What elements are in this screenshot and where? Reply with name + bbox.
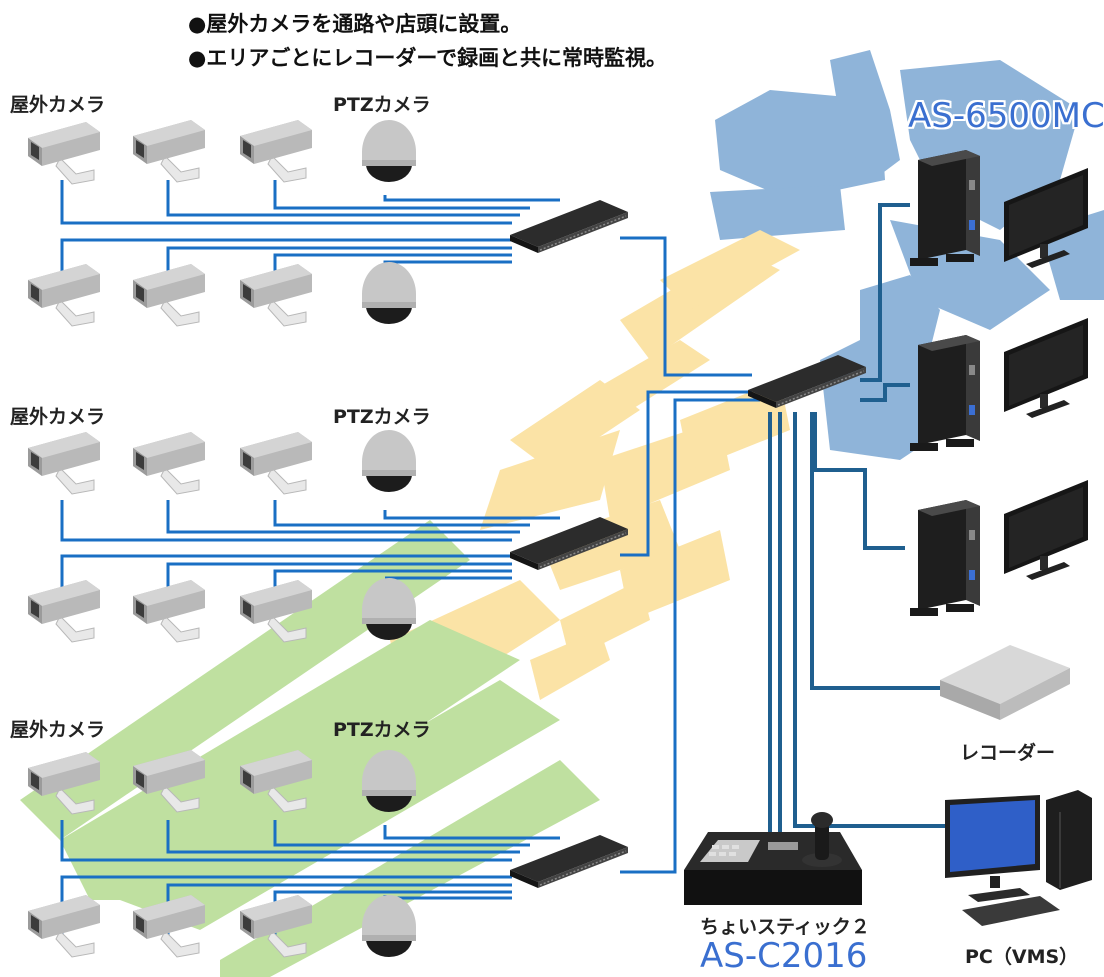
joystick-controller — [684, 812, 862, 905]
backbone-cables — [768, 203, 945, 835]
ptz-camera-label: PTZカメラ — [333, 406, 431, 428]
map-background — [20, 50, 1104, 977]
recorder — [940, 645, 1070, 720]
header-line-2: ●エリアごとにレコーダーで録画と共に常時監視。 — [188, 46, 668, 70]
outdoor-camera — [239, 119, 313, 183]
ptz-camera — [362, 262, 416, 324]
network-switch — [509, 834, 629, 889]
outdoor-camera — [27, 121, 101, 185]
outdoor-camera — [27, 894, 101, 958]
outdoor-camera — [239, 431, 313, 495]
vms-pc — [945, 790, 1092, 926]
ptz-camera-label: PTZカメラ — [333, 719, 431, 741]
ptz-camera-label: PTZカメラ — [333, 94, 431, 116]
ptz-camera — [362, 120, 416, 182]
ptz-camera — [362, 430, 416, 492]
monitor — [1004, 318, 1088, 418]
ptz-camera — [362, 895, 416, 957]
server-pc — [910, 500, 980, 616]
server-model-label: AS-6500MC — [908, 96, 1104, 136]
outdoor-camera — [27, 431, 101, 495]
network-cables — [60, 180, 760, 940]
outdoor-camera — [132, 263, 206, 327]
server-pc — [910, 335, 980, 451]
outdoor-camera — [27, 263, 101, 327]
outdoor-camera — [132, 119, 206, 183]
ptz-camera — [362, 750, 416, 812]
outdoor-camera-label: 屋外カメラ — [10, 406, 106, 428]
outdoor-camera-label: 屋外カメラ — [10, 94, 106, 116]
outdoor-camera — [132, 431, 206, 495]
outdoor-camera-label: 屋外カメラ — [10, 719, 106, 741]
pc-vms-label: PC（VMS） — [965, 946, 1079, 968]
outdoor-camera — [27, 579, 101, 643]
monitor — [1004, 480, 1088, 580]
outdoor-camera — [239, 263, 313, 327]
recorder-label: レコーダー — [960, 742, 1056, 764]
controller-model-label: AS-C2016 — [700, 936, 868, 976]
outdoor-camera — [132, 579, 206, 643]
controller-label: ちょいスティック２ — [700, 916, 870, 938]
header-line-1: ●屋外カメラを通路や店頭に設置。 — [188, 12, 522, 36]
server-pc — [910, 150, 980, 266]
ptz-camera — [362, 578, 416, 640]
